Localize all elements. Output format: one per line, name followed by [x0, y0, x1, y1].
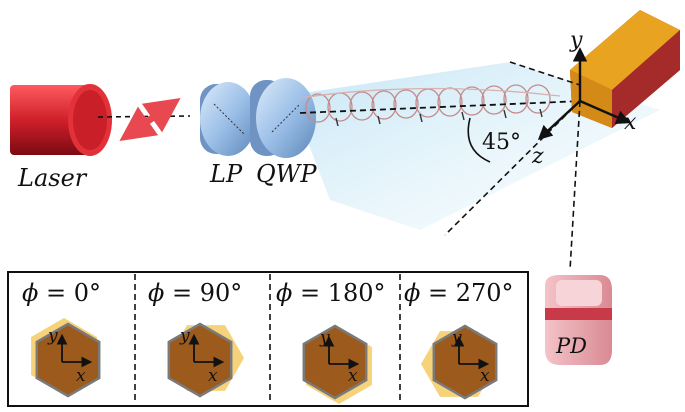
panel-heading-3: ϕ = 270° — [404, 279, 514, 307]
angle-label: 45° — [482, 130, 521, 155]
panel-heading-0: ϕ = 0° — [22, 279, 102, 307]
laser-label: Laser — [18, 164, 87, 192]
polarization-arrow — [119, 97, 181, 142]
panel-0-axis-x: x — [76, 366, 86, 386]
linear-polarizer — [200, 82, 256, 156]
beam-line-2 — [299, 100, 583, 114]
hexagon-crystal-1 — [167, 322, 244, 398]
axis-z-label: z — [532, 144, 544, 169]
panel-heading-1: ϕ = 90° — [148, 279, 243, 307]
panel-2-axis-x: x — [348, 366, 358, 386]
panel-1-axis-y: y — [180, 326, 190, 346]
quarter-wave-plate — [250, 78, 316, 158]
panel-3-axis-y: y — [452, 328, 462, 348]
polarization-helix — [299, 84, 561, 123]
axis-y-label: y — [570, 28, 583, 53]
pd-label: PD — [556, 334, 587, 358]
hexagon-crystal-3 — [421, 324, 498, 400]
beam-plane — [290, 62, 660, 230]
hexagon-crystal-0 — [31, 318, 101, 398]
panel-0-axis-y: y — [48, 326, 58, 346]
panel-2-axis-y: y — [320, 328, 330, 348]
axis-x-label: x — [624, 110, 637, 135]
laser — [10, 84, 112, 156]
beam-line-1 — [97, 115, 191, 118]
panel-3-axis-x: x — [480, 366, 490, 386]
helix-arrows — [335, 108, 543, 127]
photodetector — [545, 275, 612, 365]
orientation-panel-frame — [7, 271, 529, 407]
qwp-label: QWP — [256, 160, 317, 188]
lp-label: LP — [210, 160, 243, 188]
panel-dividers — [134, 274, 401, 404]
hexagon-crystal-2 — [302, 324, 372, 404]
panel-1-axis-x: x — [208, 366, 218, 386]
angle-arc — [467, 117, 491, 163]
reference-lines — [444, 61, 581, 271]
panel-heading-2: ϕ = 180° — [276, 279, 386, 307]
coordinate-axes — [537, 47, 631, 140]
